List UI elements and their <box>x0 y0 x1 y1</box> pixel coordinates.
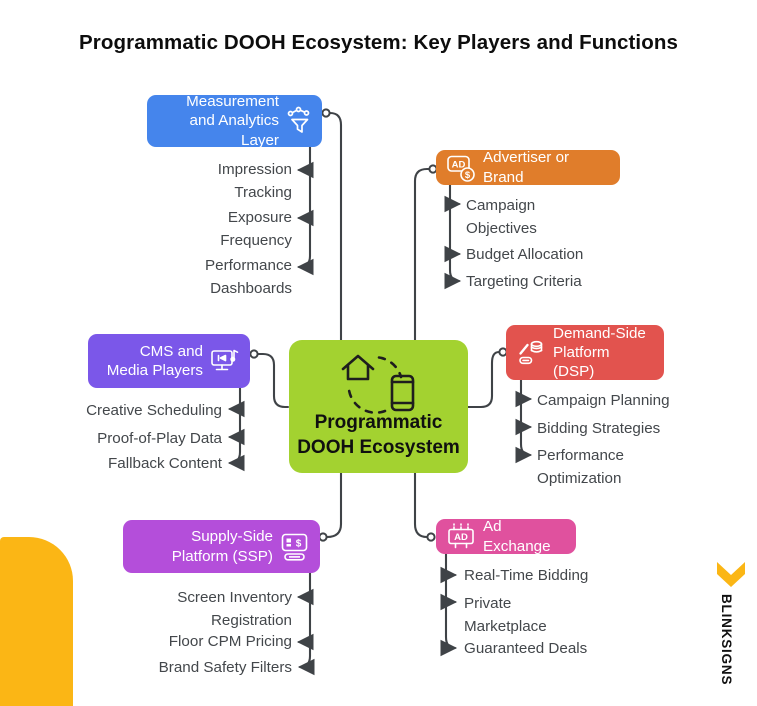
item-label: Budget Allocation <box>466 246 584 263</box>
brand-name: BLINKSIGNS <box>719 594 734 686</box>
item-label: Impression Tracking <box>217 161 292 201</box>
brand-chevron-icon <box>717 562 745 587</box>
item-label: Proof-of-Play Data <box>97 430 222 447</box>
item-label: Bidding Strategies <box>537 420 661 437</box>
item-label: Fallback Content <box>108 455 222 472</box>
node-title: Ad Exchange <box>483 518 551 555</box>
item-label: Real-Time Bidding <box>464 567 589 584</box>
node-advertiser-brand[interactable]: AD $ Advertiser or Brand <box>436 149 620 186</box>
node-title: Demand-Side Platform (DSP) <box>553 324 646 381</box>
node-cms-media-players[interactable]: CMS and Media Players <box>88 334 250 388</box>
item-label: Brand Safety Filters <box>158 659 292 676</box>
node-supply-side-platform[interactable]: Supply-Side Platform (SSP) $ <box>123 520 320 573</box>
item-label: Campaign Objectives <box>466 197 537 237</box>
corner-accent-shape <box>0 537 73 706</box>
node-ad-exchange[interactable]: AD Ad Exchange <box>436 518 576 555</box>
house-phone-exchange-icon <box>335 351 423 420</box>
svg-text:$: $ <box>296 538 302 549</box>
node-demand-side-platform[interactable]: Demand-Side Platform (DSP) <box>506 325 664 380</box>
node-title: CMS and Media Players <box>106 342 203 379</box>
item-label: Performance Dashboards <box>205 257 292 297</box>
svg-text:AD: AD <box>452 159 466 170</box>
item-label: Creative Scheduling <box>86 402 222 419</box>
item-label: Exposure Frequency <box>220 209 292 249</box>
item-label: Targeting Criteria <box>466 273 582 290</box>
node-central-ecosystem[interactable]: Programmatic DOOH Ecosystem <box>289 340 468 473</box>
billboard-ad-icon: AD <box>446 522 476 552</box>
node-measurement-analytics[interactable]: Measurement and Analytics Layer <box>147 93 322 149</box>
pencil-database-icon <box>516 338 546 368</box>
central-node-label: Programmatic DOOH Ecosystem <box>297 411 460 459</box>
funnel-network-icon <box>286 106 312 136</box>
screen-terminal-icon: $ <box>280 532 310 562</box>
item-label: Floor CPM Pricing <box>168 633 292 650</box>
svg-text:AD: AD <box>454 532 468 543</box>
item-label: Private Marketplace <box>464 595 547 635</box>
svg-text:$: $ <box>465 170 471 181</box>
media-player-icon <box>210 346 240 376</box>
item-label: Guaranteed Deals <box>464 640 588 657</box>
item-label: Performance Optimization <box>537 447 624 487</box>
item-label: Campaign Planning <box>537 392 670 409</box>
node-title: Advertiser or Brand <box>483 149 570 186</box>
ad-dollar-icon: AD $ <box>446 153 476 183</box>
page-title: Programmatic DOOH Ecosystem: Key Players… <box>79 31 678 54</box>
node-title: Measurement and Analytics Layer <box>186 93 279 149</box>
item-label: Screen Inventory Registration <box>177 589 292 629</box>
node-title: Supply-Side Platform (SSP) <box>171 528 273 565</box>
